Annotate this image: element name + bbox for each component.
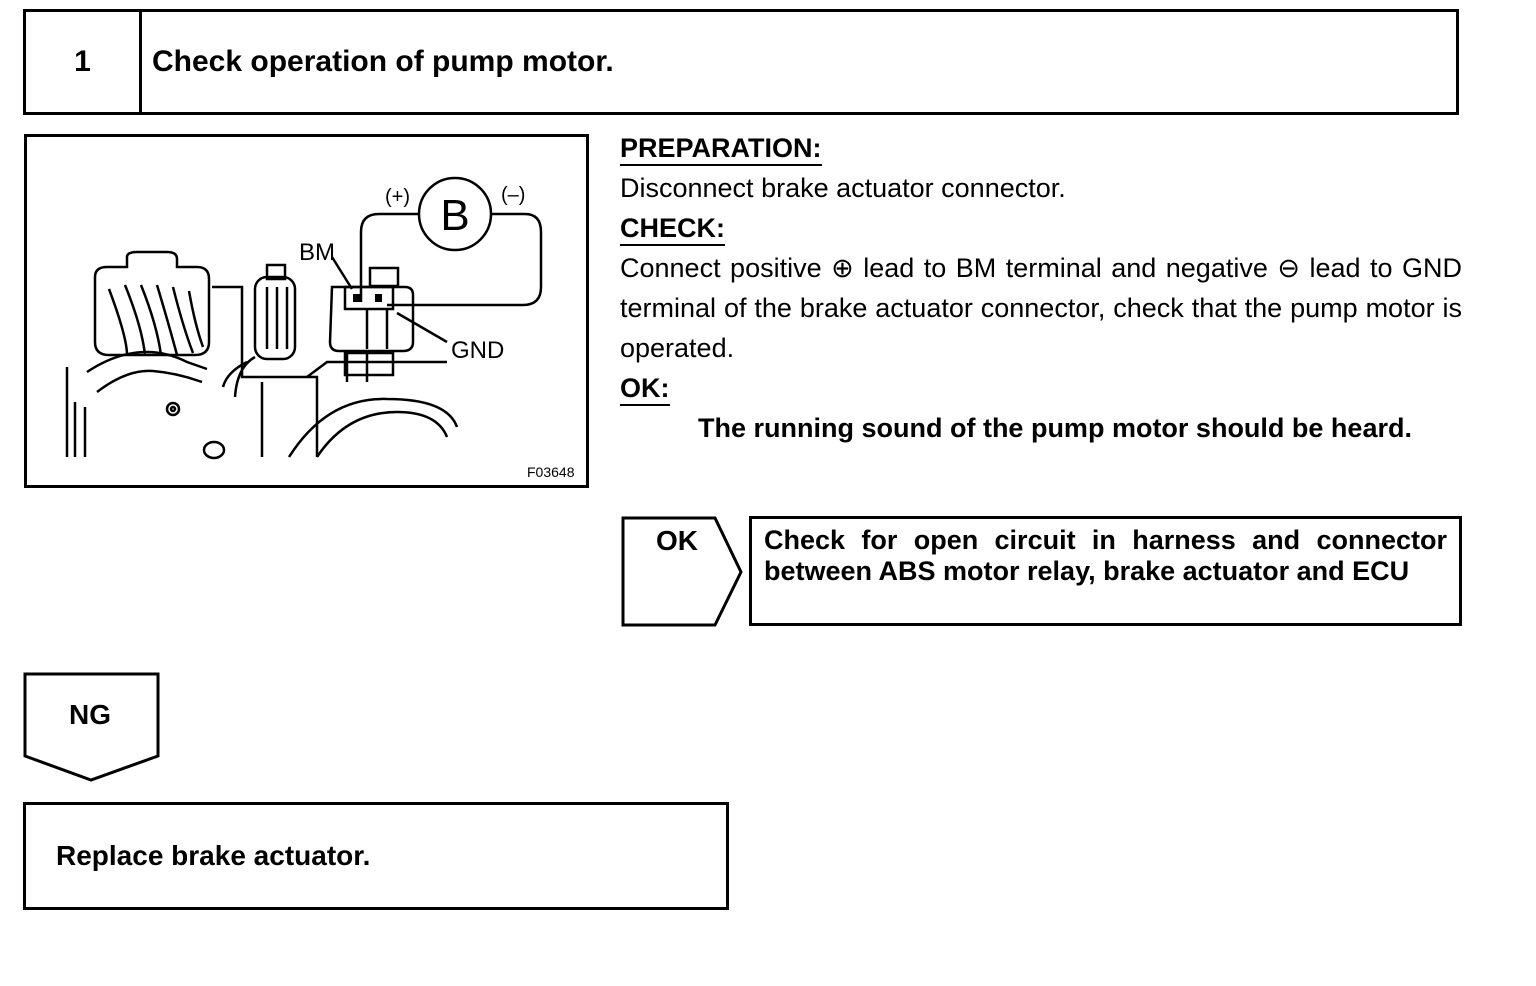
ng-result-box: Replace brake actuator. — [23, 802, 729, 910]
positive-terminal-label: (+) — [385, 186, 410, 208]
battery-label: B — [440, 191, 469, 240]
ok-result-box: Check for open circuit in harness and co… — [749, 516, 1462, 626]
gnd-terminal-label: GND — [451, 337, 504, 364]
ng-branch-label: NG — [69, 699, 111, 730]
ng-arrow: NG — [23, 672, 160, 782]
check-text: Connect positive ⊕ lead to BM terminal a… — [620, 253, 1462, 363]
step-title: Check operation of pump motor. — [152, 45, 614, 78]
step-header: 1 Check operation of pump motor. — [23, 9, 1459, 115]
ok-heading: OK: — [620, 372, 670, 406]
ng-result-text: Replace brake actuator. — [56, 840, 371, 871]
ok-criteria-text: The running sound of the pump motor shou… — [698, 413, 1412, 443]
ok-branch-label: OK — [656, 525, 698, 556]
bm-terminal-label: BM — [299, 239, 335, 266]
negative-terminal-label: (–) — [501, 184, 525, 206]
preparation-text: Disconnect brake actuator connector. — [620, 173, 1066, 203]
preparation-heading: PREPARATION: — [620, 132, 822, 166]
connector-diagram: B (+) (–) BM GND F03648 — [65, 176, 575, 480]
connector-illustration: B (+) (–) BM GND F03648 — [24, 134, 589, 488]
ok-arrow: OK — [621, 516, 743, 627]
step-number: 1 — [26, 12, 142, 112]
figure-code: F03648 — [527, 464, 575, 480]
check-heading: CHECK: — [620, 212, 725, 246]
instruction-text: PREPARATION: Disconnect brake actuator c… — [620, 128, 1462, 448]
